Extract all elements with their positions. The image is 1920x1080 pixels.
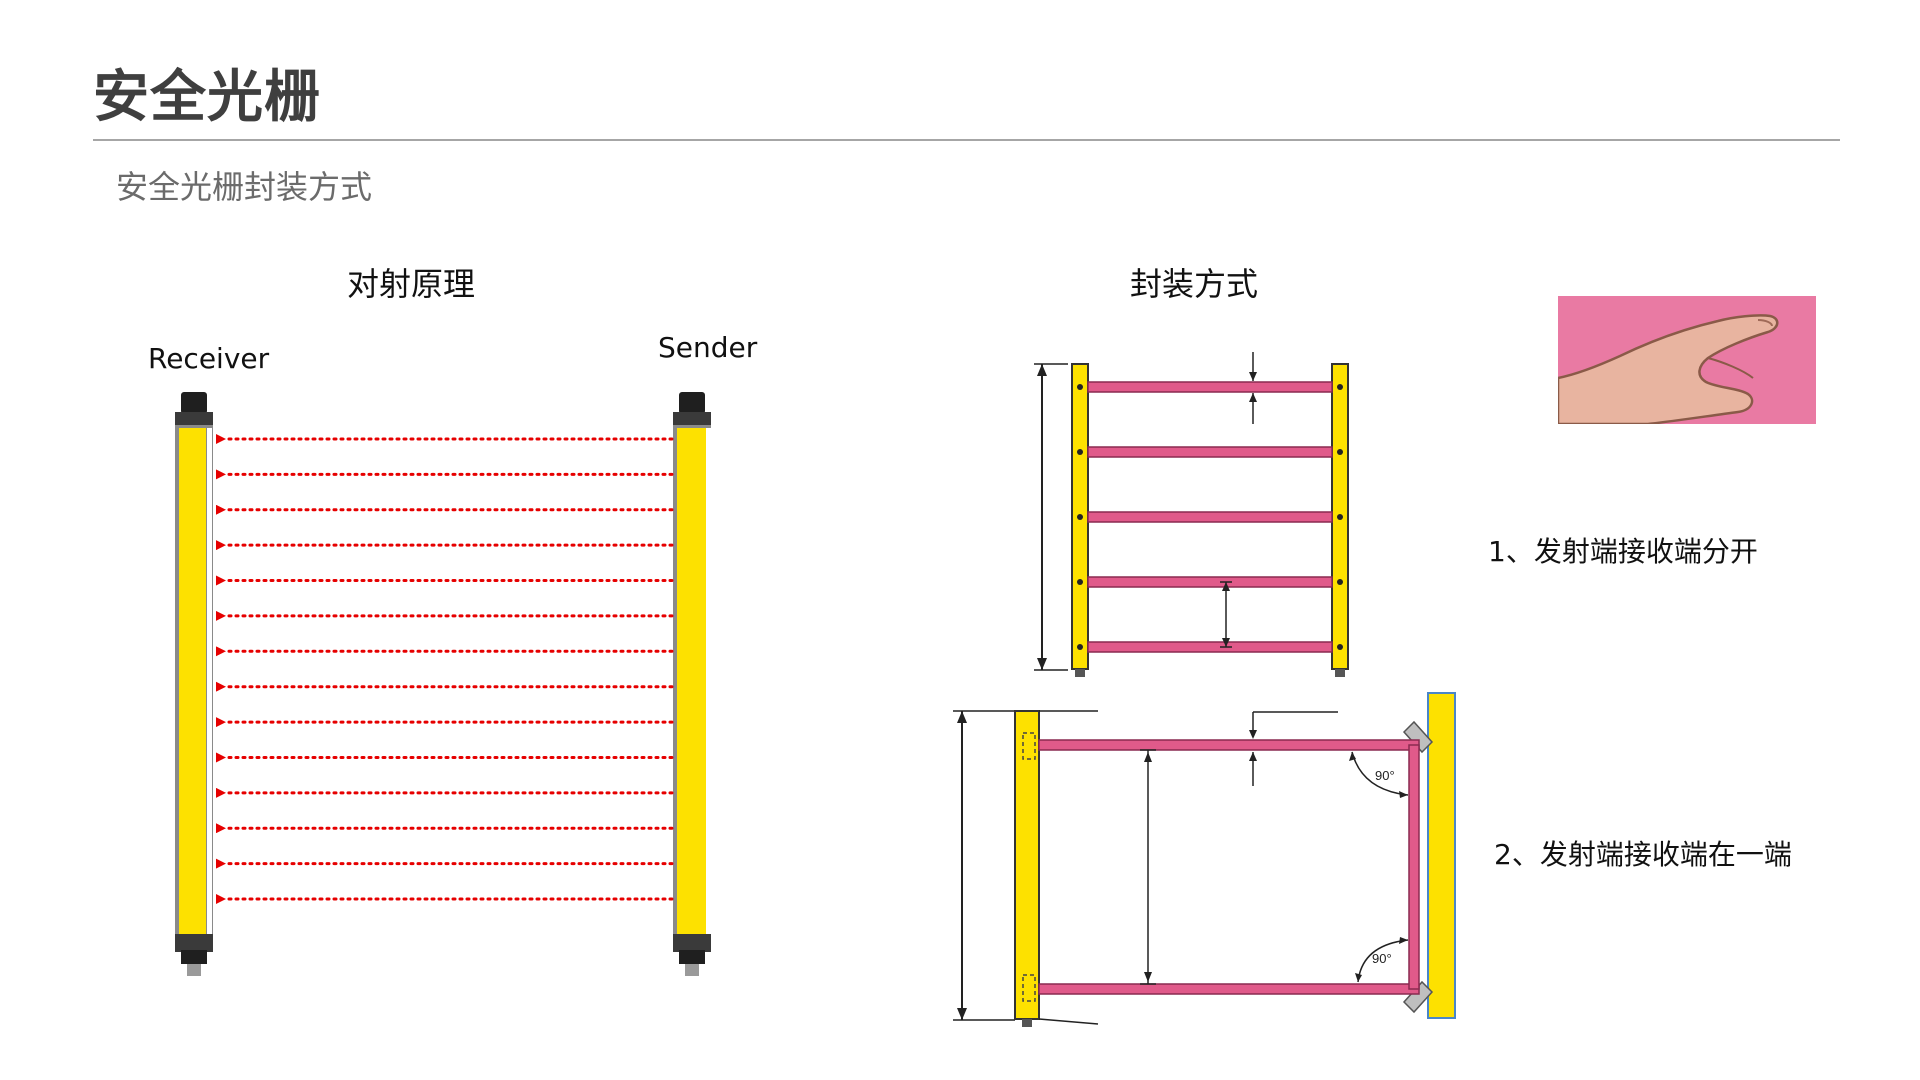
mirror-mount-diagram: 90° 90° [953, 692, 1456, 1027]
sender-bar [673, 392, 711, 976]
packaging-heading: 封装方式 [1130, 265, 1259, 303]
receiver-bar [175, 392, 213, 976]
separate-mount-diagram [1034, 352, 1349, 677]
step-2-text: 2、发射端接收端在一端 [1494, 838, 1792, 871]
sender-label: Sender [658, 331, 758, 364]
page-title: 安全光栅 [93, 65, 321, 130]
principle-heading: 对射原理 [347, 265, 476, 303]
page-subtitle: 安全光栅封装方式 [116, 168, 373, 206]
angle-label-top: 90° [1375, 768, 1395, 783]
hand-pointing-icon [1558, 314, 1779, 424]
receiver-label: Receiver [148, 342, 270, 375]
beam-group [216, 434, 674, 904]
step-1-text: 1、发射端接收端分开 [1488, 535, 1758, 568]
angle-label-bottom: 90° [1372, 951, 1392, 966]
hand-pointer-image [1558, 296, 1816, 424]
title-divider [93, 139, 1840, 141]
